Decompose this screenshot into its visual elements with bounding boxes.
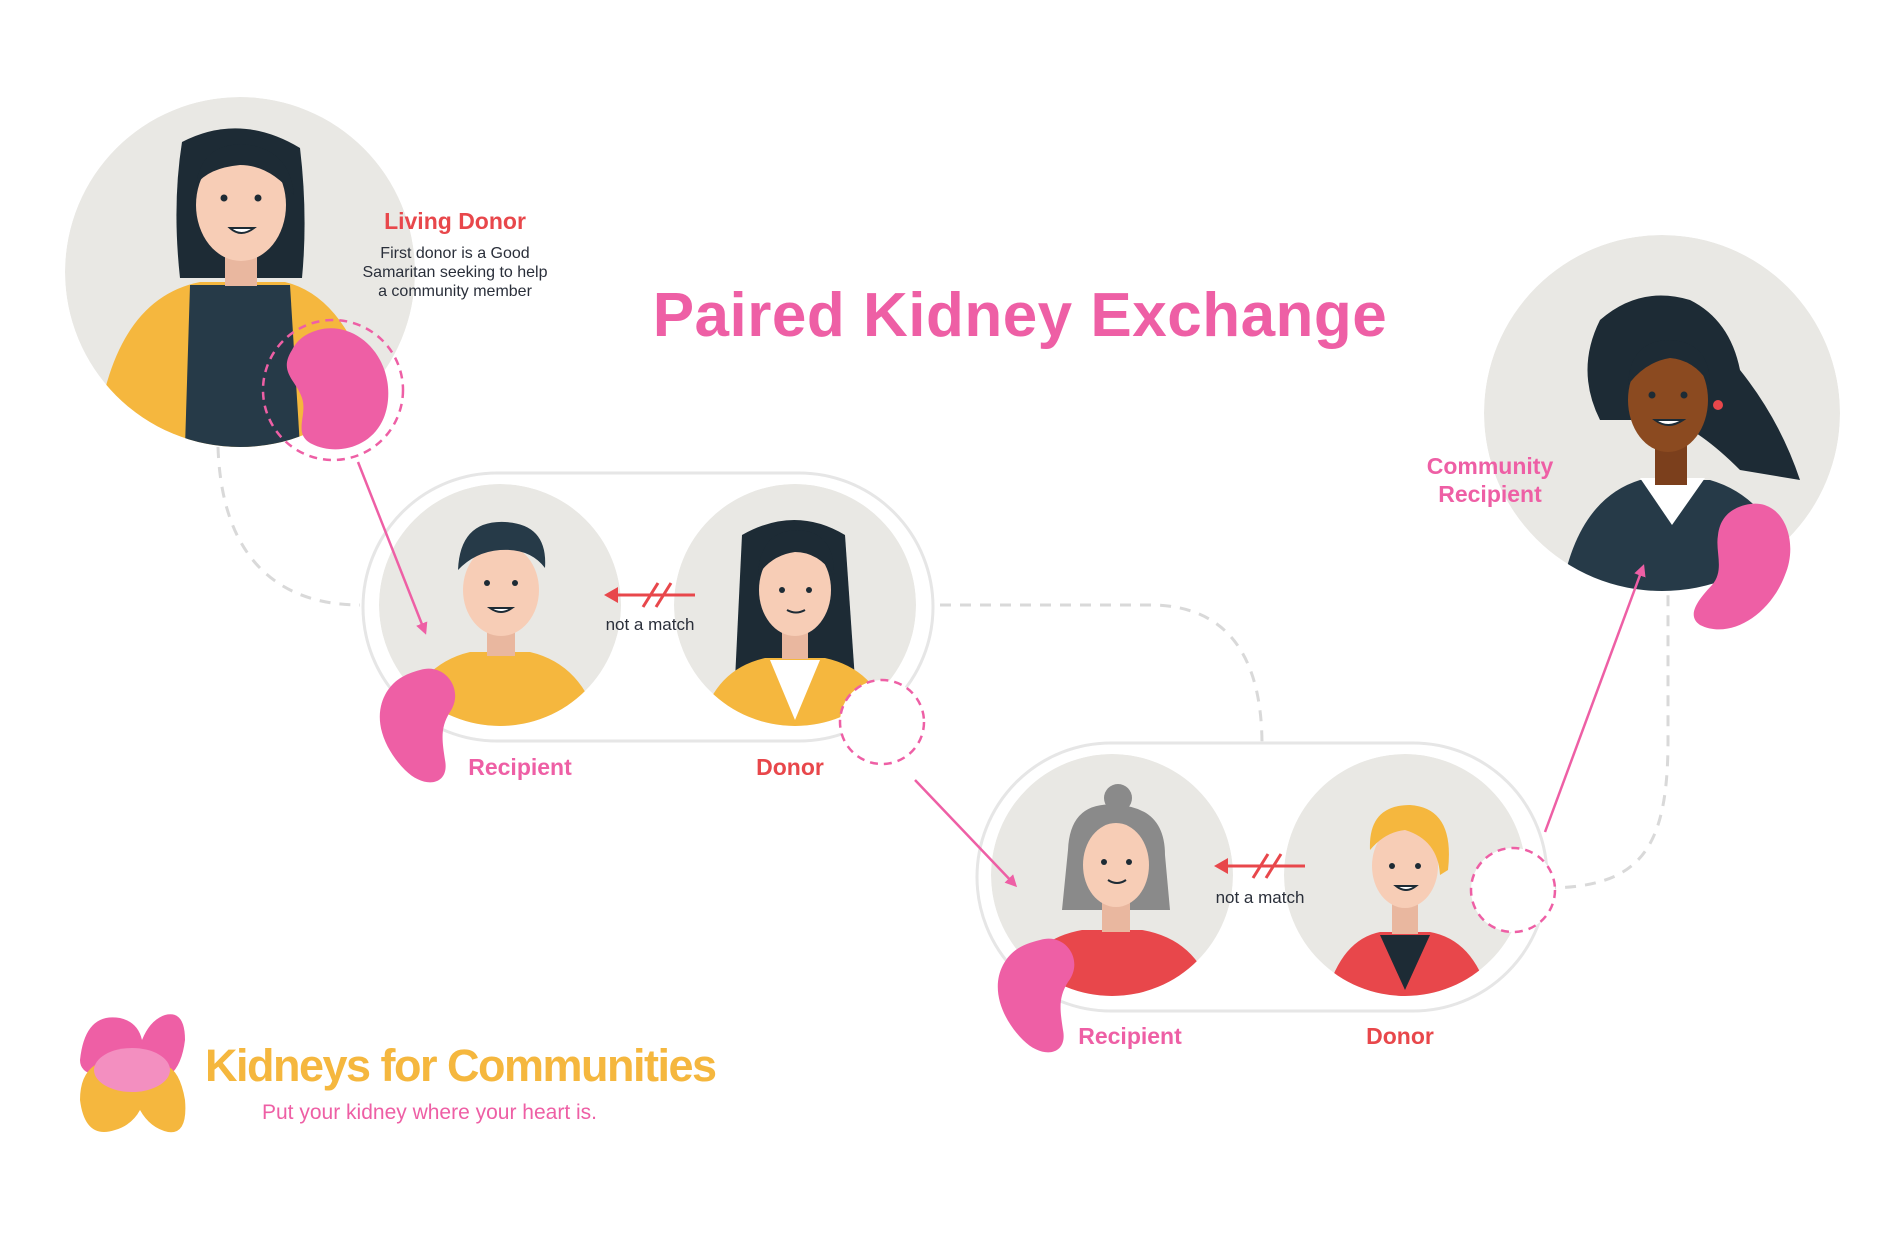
pair1-mismatch-arrow bbox=[604, 582, 695, 608]
living-donor-kidney-icon bbox=[261, 318, 405, 462]
brand-tagline: Put your kidney where your heart is. bbox=[262, 1101, 597, 1124]
pair2-recipient-label: Recipient bbox=[1078, 1023, 1182, 1049]
community-recipient-kidney-icon bbox=[1693, 503, 1791, 630]
pair1-recipient-kidney-icon bbox=[379, 668, 456, 783]
living-donor-label: Living Donor bbox=[384, 208, 526, 234]
dashed-connector-pair1-to-pair2 bbox=[940, 603, 1264, 746]
brand-name: Kidneys for Communities bbox=[205, 1040, 717, 1091]
kidneys-logo-icon bbox=[80, 1014, 186, 1133]
pair1-recipient-label: Recipient bbox=[468, 754, 572, 780]
arrow-donor1-to-recipient2 bbox=[914, 779, 1018, 888]
living-donor-description: First donor is a Good Samaritan seeking … bbox=[330, 244, 580, 301]
dashed-connector-donor-to-pair1 bbox=[216, 446, 361, 607]
living-donor-description-line: a community member bbox=[378, 283, 532, 300]
pair1-mismatch-label: not a match bbox=[605, 615, 695, 634]
pair2-donor-label: Donor bbox=[1366, 1023, 1434, 1049]
pair1-donor-kidney-placeholder bbox=[838, 678, 926, 766]
dashed-connector-pair2-to-community bbox=[1544, 590, 1670, 890]
pair1-donor-label: Donor bbox=[756, 754, 824, 780]
community-recipient-label: Community Recipient bbox=[1395, 452, 1585, 508]
living-donor-description-line: Samaritan seeking to help bbox=[362, 264, 548, 281]
diagram-title: Paired Kidney Exchange bbox=[652, 281, 1388, 350]
arrow-living-donor-to-recipient1 bbox=[356, 461, 428, 635]
pair2-donor-kidney-placeholder bbox=[1469, 846, 1557, 934]
pair2-mismatch-label: not a match bbox=[1215, 888, 1305, 907]
arrow-donor2-to-community-recipient bbox=[1543, 564, 1646, 833]
community-recipient-label-line: Recipient bbox=[1438, 481, 1542, 507]
community-recipient-label-line: Community bbox=[1426, 453, 1554, 479]
pair1-outline bbox=[361, 471, 935, 743]
pair2-donor-avatar bbox=[1284, 754, 1526, 996]
pair2-mismatch-arrow bbox=[1214, 853, 1305, 879]
living-donor-description-line: First donor is a Good bbox=[380, 245, 530, 262]
pair2-recipient-kidney-icon bbox=[997, 938, 1075, 1053]
